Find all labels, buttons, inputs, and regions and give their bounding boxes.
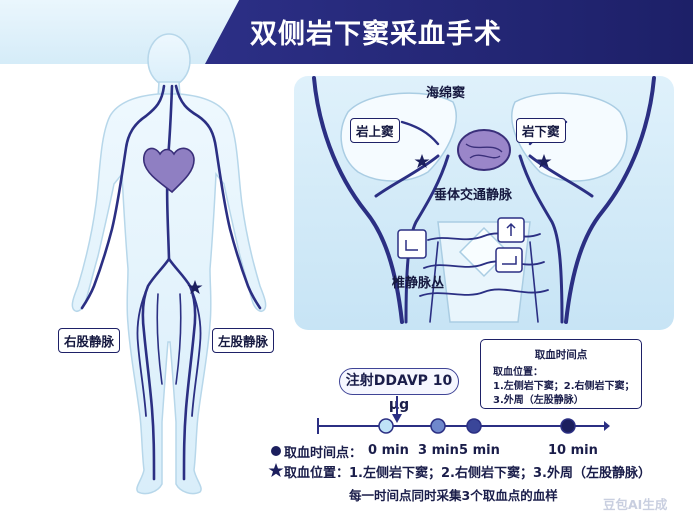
timepoint-10-marker [560,418,576,434]
legend-star-icon [268,463,284,477]
label-right-femoral-vein: 右股静脉 [58,328,121,353]
timepoint-10-label: 10 min [548,443,598,458]
info-box-line-1: 取血位置： [493,367,543,378]
sampling-timeline [317,396,610,434]
legend-position-text: 取血位置：1.左侧岩下窦；2.右侧岩下窦；3.外周（左股静脉） [284,466,651,481]
cavernous-sinus-icon [457,129,511,171]
superior-petrosal-star-icon [414,154,430,168]
sampling-info-box: 取血时间点 取血位置： 1.左侧岩下窦；2.右侧岩下窦； 3.外周（左股静脉） [480,339,642,409]
legend-dot-icon [271,446,281,456]
injection-arrow-head [392,414,402,423]
timepoint-5-label: 5 min [459,443,500,458]
timepoint-5-marker [466,418,482,434]
ai-watermark: 豆包AI生成 [603,497,668,512]
info-box-line-3: 3.外周（左股静脉） [493,395,584,406]
ddavp-injection-label: 注射DDAVP 10 µg [339,368,459,413]
page-title: 双侧岩下窦采血手术 [250,19,502,50]
legend-time-prefix: 取血时间点： [284,446,363,461]
info-box-title: 取血时间点 [534,349,588,361]
label-vertebral-venous-plexus: 椎静脉丛 [392,276,445,291]
sinus-vein-network [312,76,656,324]
sampling-note: 每一时间点同时采集3个取血点的血样 [349,488,558,503]
inferior-petrosal-star-icon [536,154,552,168]
timeline-end-arrow [604,421,610,431]
left-femoral-puncture-star-icon [187,280,203,294]
label-cavernous-sinus: 海绵窦 [426,86,466,101]
timepoint-3-label: 3 min [418,443,459,458]
info-box-line-2: 1.左侧岩下窦；2.右侧岩下窦； [493,381,635,392]
label-inferior-petrosal-sinus: 岩下窦 [516,118,566,143]
heart-icon [143,147,195,194]
timepoint-3-marker [430,418,446,434]
body-vein-illustration [71,33,267,495]
label-superior-petrosal-sinus: 岩上窦 [350,118,400,143]
catheter-tip-icons [397,217,525,273]
label-intercavernous-vein: 垂体交通静脉 [434,188,513,203]
timepoint-0-label: 0 min [368,443,409,458]
header-dark-band [205,0,693,64]
timepoint-0-marker [378,418,394,434]
label-left-femoral-vein: 左股静脉 [212,328,275,353]
header: 双侧岩下窦采血手术 [0,0,693,64]
